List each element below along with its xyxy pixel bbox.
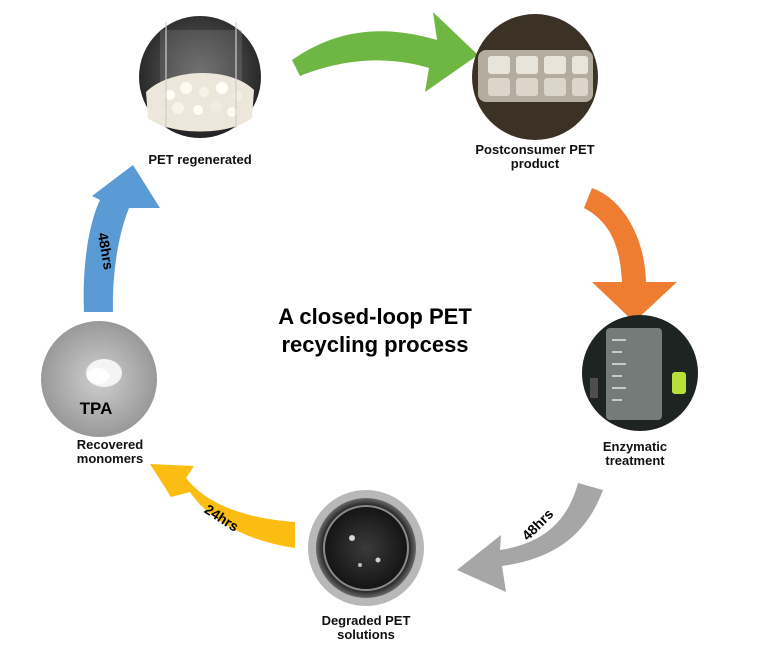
arrow-product-to-enzymatic <box>584 188 677 322</box>
step-label-line: treatment <box>605 453 665 468</box>
diagram-title-line: recycling process <box>281 332 469 357</box>
arrow-enzymatic-to-degraded <box>457 483 603 592</box>
step-label-postconsumer-product: Postconsumer PET product <box>460 143 610 171</box>
diagram-title-line: A closed-loop PET <box>278 304 472 329</box>
step-label-line: Recovered <box>76 437 144 452</box>
step-label-line: Postconsumer PET <box>475 142 595 157</box>
photo-solution-dish <box>308 490 424 606</box>
step-label-line: PET regenerated <box>148 152 252 167</box>
arrow-monomers-to-regenerated <box>83 165 160 312</box>
photo-tpa-powder: TPA <box>41 321 157 437</box>
step-label-line: monomers <box>76 451 144 466</box>
diagram-title: A closed-loop PET recycling process <box>225 303 525 359</box>
step-label-recovered-monomers: Recovered monomers <box>55 438 165 466</box>
step-label-line: Degraded PET <box>321 613 411 628</box>
step-label-degraded-solutions: Degraded PET solutions <box>301 614 431 642</box>
step-label-line: Enzymatic <box>602 439 668 454</box>
arrow-regenerated-to-product <box>292 12 478 92</box>
arrow-degraded-to-monomers <box>150 464 295 548</box>
step-label-line: solutions <box>337 627 395 642</box>
photo-pet-flakes <box>139 16 261 138</box>
arrow-duration-label: 48hrs <box>95 231 117 271</box>
step-label-enzymatic-treatment: Enzymatic treatment <box>575 440 695 468</box>
step-label-pet-regenerated: PET regenerated <box>130 153 270 167</box>
tpa-label: TPA <box>80 399 113 418</box>
step-label-line: product <box>510 156 560 171</box>
photo-plastic-container <box>472 14 598 140</box>
photo-beaker <box>582 315 698 431</box>
